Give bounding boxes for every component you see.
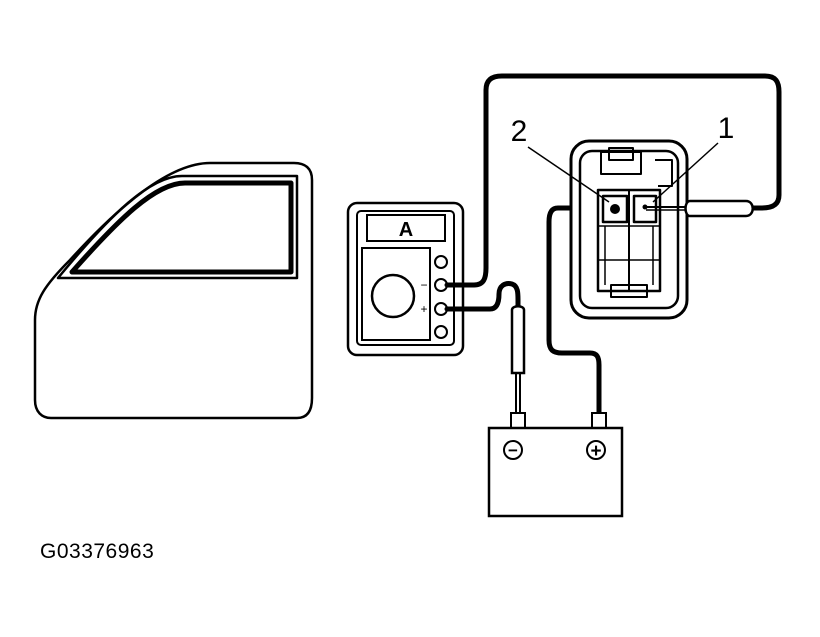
switch-assembly	[569, 139, 689, 320]
ammeter-dial	[370, 273, 416, 319]
battery-negative-symbol: −	[508, 441, 518, 460]
ammeter-face	[356, 210, 455, 346]
battery-terminal-positive	[591, 412, 607, 429]
callout-2-leader	[527, 146, 610, 203]
wire-ammeter-to-terminal-1	[444, 73, 782, 288]
terminal-1-pin	[642, 204, 648, 210]
figure-id: G03376963	[40, 540, 155, 563]
callout-2-label: 2	[511, 115, 528, 148]
ammeter-display-label: A	[399, 219, 413, 241]
callouts: 2 1	[511, 112, 735, 203]
wire-ammeter-to-battery-negative	[444, 281, 521, 313]
wire-terminal-2-to-battery-positive	[546, 205, 614, 416]
ammeter-jack-1	[434, 255, 448, 269]
battery-positive-symbol: +	[590, 441, 601, 462]
battery-negative-mark	[503, 440, 523, 460]
probe-handle-terminal-1	[684, 199, 754, 218]
car-door	[33, 161, 314, 420]
switch-top-connector	[600, 151, 642, 175]
probe-handle-battery-negative	[510, 305, 526, 375]
ammeter-minus-label: −	[420, 278, 427, 292]
wires	[444, 73, 782, 416]
ammeter-jack-4	[434, 325, 448, 339]
battery: − +	[487, 412, 624, 518]
probe-battery-negative	[510, 305, 526, 414]
window-frame-inner	[69, 180, 294, 275]
switch-housing-tab-right	[655, 159, 673, 187]
window-frame-outer	[56, 174, 299, 280]
probe-terminal-1	[646, 199, 754, 218]
terminal-2-pin	[610, 204, 620, 214]
switch-top-connector-inner	[608, 147, 634, 161]
battery-terminal-negative	[510, 412, 526, 429]
ammeter-plus-label: +	[420, 302, 427, 316]
ammeter-display	[366, 214, 446, 242]
switch-bottom-latch	[610, 284, 648, 298]
battery-positive-mark	[586, 440, 606, 460]
callout-1-leader	[652, 142, 719, 203]
callout-1-label: 1	[718, 112, 735, 145]
ammeter: A − +	[346, 201, 465, 357]
door-outline	[33, 161, 314, 420]
